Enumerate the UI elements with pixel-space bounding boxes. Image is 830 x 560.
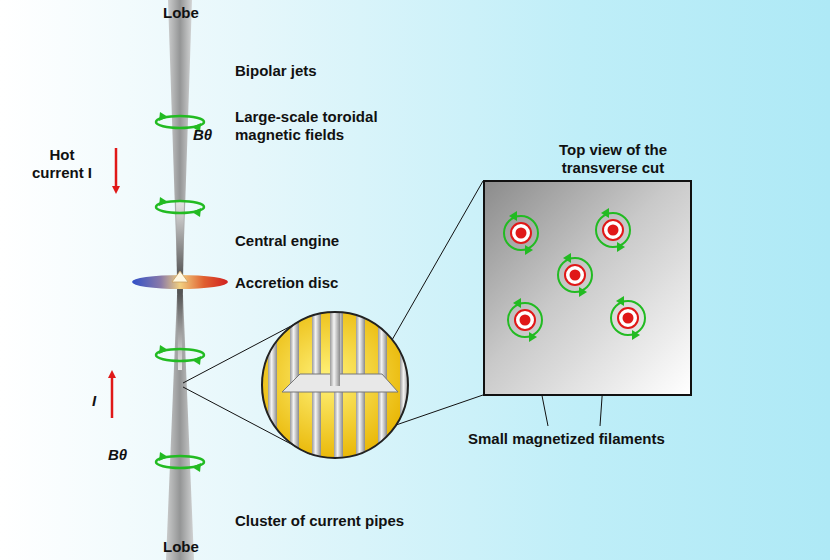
field-label: Large-scale toroidal magnetic fields bbox=[235, 108, 405, 144]
lobe-label: Lobe bbox=[163, 4, 199, 22]
filament-label: Small magnetized filaments bbox=[468, 430, 665, 448]
engine-label: Central engine bbox=[235, 232, 339, 250]
field-symbol: Bθ bbox=[108, 446, 127, 464]
disc-label: Accretion disc bbox=[235, 274, 338, 292]
cut-view-box: Top view of the transverse cut bbox=[483, 180, 692, 396]
current-label: Hot current I bbox=[22, 146, 102, 182]
jet-label: Bipolar jets bbox=[235, 62, 317, 80]
lobe-label: Lobe bbox=[163, 538, 199, 556]
box-heading: Top view of the transverse cut bbox=[538, 141, 688, 177]
current-symbol: I bbox=[92, 392, 96, 410]
field-symbol: Bθ bbox=[193, 126, 212, 144]
pipes-label: Cluster of current pipes bbox=[235, 512, 404, 530]
